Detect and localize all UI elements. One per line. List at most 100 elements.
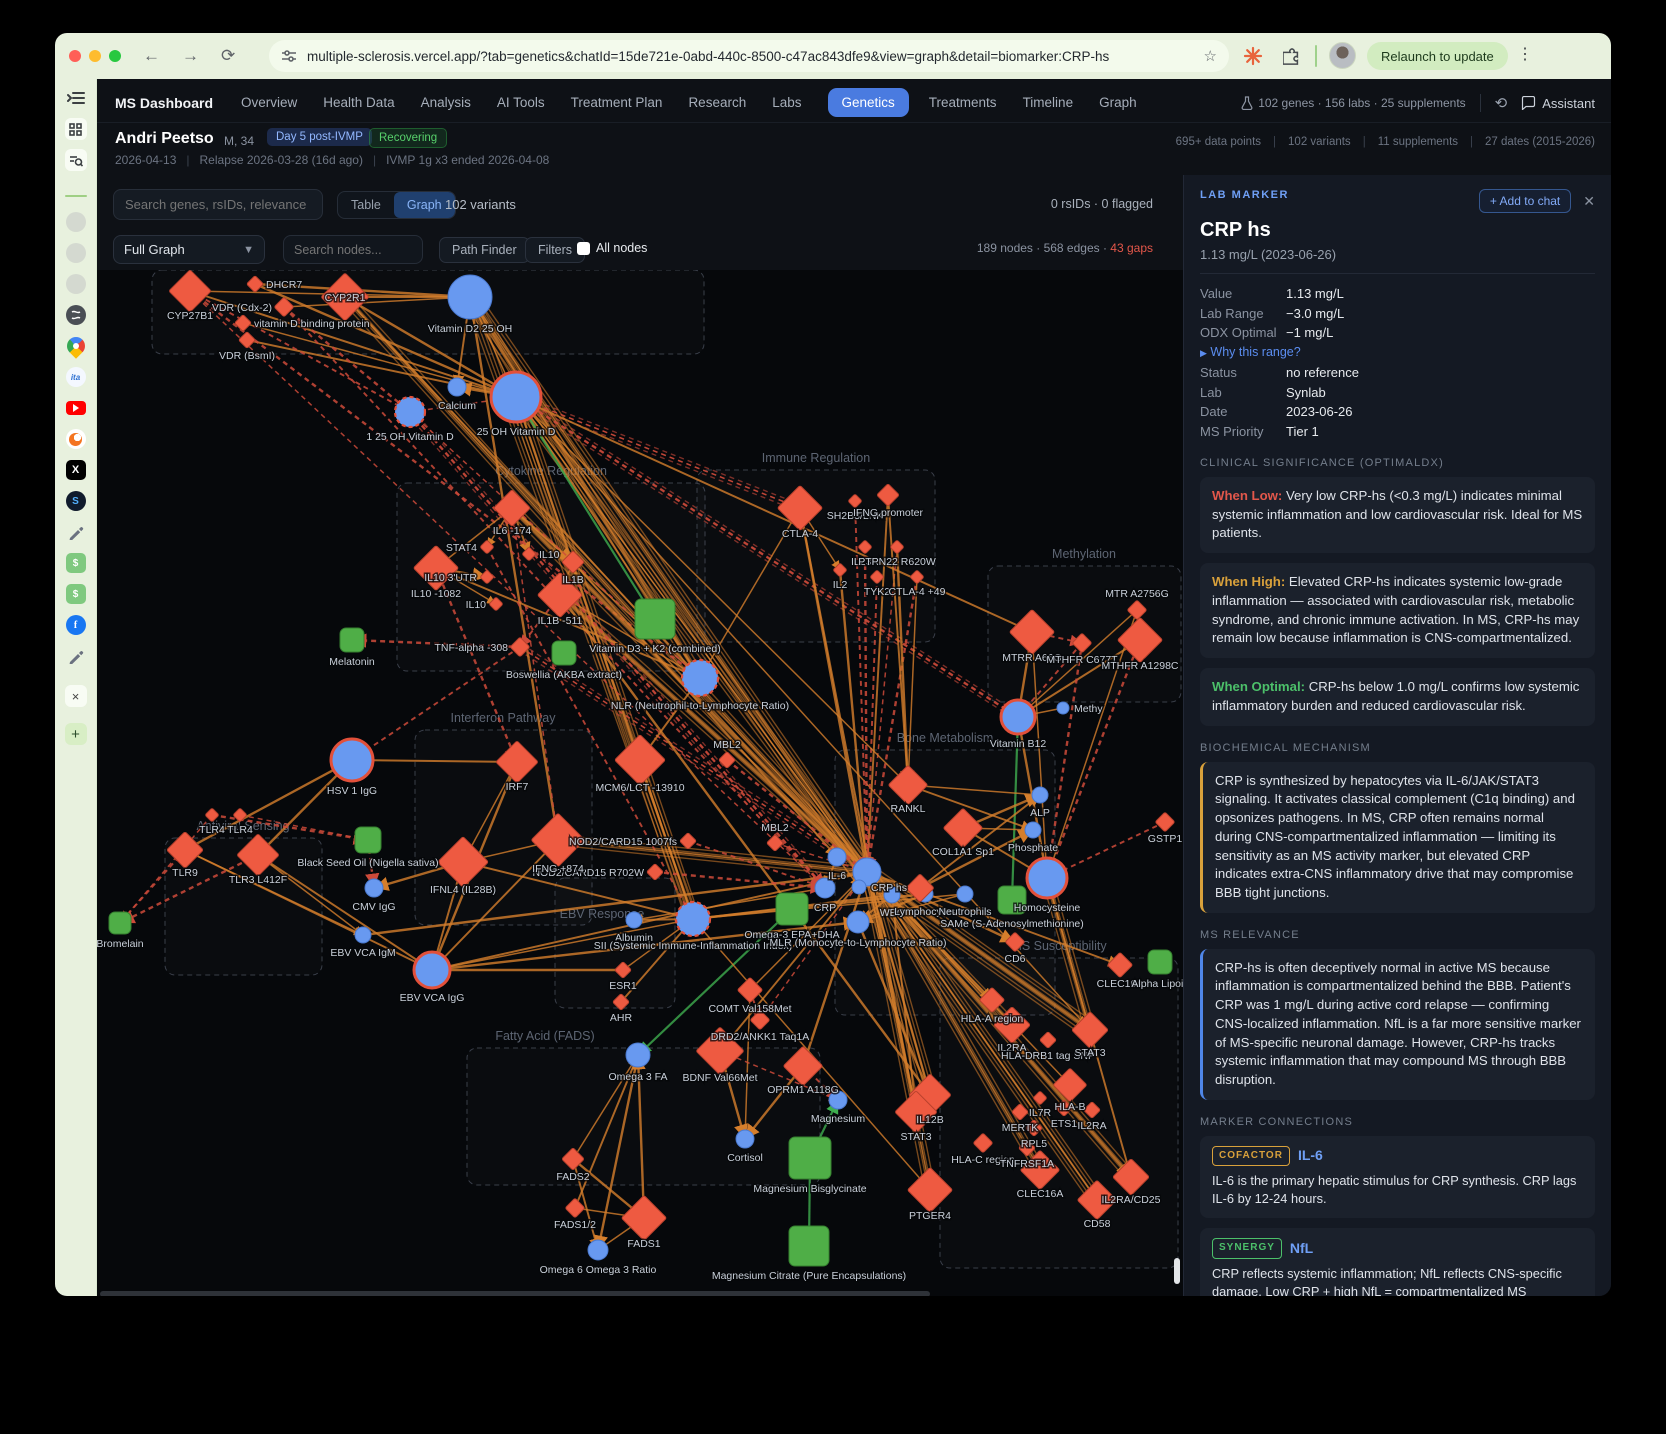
reload-button[interactable]: ⟳ [221, 46, 236, 65]
youtube-app-icon[interactable] [64, 396, 88, 420]
graph-node-tnfrsf1a[interactable] [1018, 1139, 1036, 1157]
graph-node-hsv-1-igg[interactable] [329, 737, 375, 783]
graph-node-bromelain[interactable] [108, 911, 132, 935]
graph-node-same-s-adenosylmethionine-[interactable] [997, 885, 1027, 915]
graph-node-ptpn22-r620w[interactable] [890, 540, 904, 554]
graph-node-stat3[interactable] [895, 1091, 937, 1133]
graph-node-homocysteine[interactable] [1025, 856, 1069, 900]
graph-node-black-seed-oil-nigella-sativa-[interactable] [354, 826, 382, 854]
graph-node-bdnf-val66met[interactable] [696, 1027, 744, 1075]
graph-node-il2[interactable] [833, 563, 847, 577]
graph-node-fads1-2[interactable] [565, 1198, 585, 1218]
graph-node-magnesium-bisglycinate[interactable] [788, 1136, 832, 1180]
graph-node-hla-drb1-tag-snp[interactable] [1039, 1031, 1057, 1049]
graph-node-il10[interactable] [522, 547, 536, 561]
graph-node-il10-1082[interactable] [413, 545, 459, 591]
graph-node-1-25-oh-vitamin-d[interactable] [393, 395, 427, 429]
add-to-chat-button[interactable]: + Add to chat [1478, 189, 1572, 213]
graph-node-vdr-cdx-2-[interactable] [274, 297, 294, 317]
graph-node-vitamin-d3-k2-combined-[interactable] [634, 598, 676, 640]
extensions-icon[interactable] [1283, 46, 1301, 66]
graph-node-alp[interactable] [1031, 786, 1049, 804]
graph-node-tlr4[interactable] [205, 808, 219, 822]
graph-node-ctla-4[interactable] [777, 485, 823, 531]
graph-node-calcium[interactable] [447, 377, 467, 397]
cash-app-icon[interactable]: $ [64, 582, 88, 606]
graph-node-mthfr-c677t[interactable] [1072, 633, 1092, 653]
graph-node-magnesium-citrate-pure-encapsulations-[interactable] [788, 1225, 830, 1267]
graph-node-tnf-alpha-308[interactable] [510, 637, 530, 657]
graph-node-mthfr-a1298c[interactable] [1117, 617, 1163, 663]
graph-node-il-6[interactable] [827, 847, 847, 867]
graph-node-il10[interactable] [489, 597, 503, 611]
url-bar[interactable]: multiple-sclerosis.vercel.app/?tab=genet… [269, 40, 1229, 72]
tab-treatments[interactable]: Treatments [928, 95, 997, 110]
graph-node-cmv-igg[interactable] [364, 878, 384, 898]
graph-node-cortisol[interactable] [735, 1129, 755, 1149]
graph-node-clec16a[interactable] [1020, 1150, 1060, 1190]
graph-node-il2ra-cd25[interactable] [1112, 1158, 1150, 1196]
graph-node-hla-b[interactable] [1053, 1068, 1087, 1102]
graph-node-neutrophils[interactable] [956, 885, 974, 903]
new-tab-icon[interactable]: + [64, 722, 88, 746]
dark-app-icon[interactable]: S [64, 489, 88, 513]
graph-node-vdr-bsmi-[interactable] [238, 331, 256, 349]
graph-node-magnesium[interactable] [828, 1090, 848, 1110]
browser-menu-icon[interactable]: ⋮ [1517, 46, 1533, 63]
table-view-button[interactable]: Table [351, 198, 381, 212]
graph-node-ifng-promoter[interactable] [877, 484, 900, 507]
graph-node-nod2-card15-r702w[interactable] [646, 863, 664, 881]
graph-node-mbl2[interactable] [766, 834, 784, 852]
graph-node-ahr[interactable] [612, 993, 630, 1011]
graph-node-esr1[interactable] [614, 961, 632, 979]
graph-node-nod2-card15-1007fs[interactable] [679, 832, 697, 850]
graph-vertical-scrollbar[interactable] [1174, 1258, 1180, 1284]
graph-node-il1b-511[interactable] [537, 572, 583, 618]
graph-horizontal-scrollbar[interactable] [100, 1291, 930, 1296]
graph-node-hla-c-region[interactable] [973, 1133, 993, 1153]
assistant-button[interactable]: Assistant [1521, 96, 1595, 111]
graph-mode-select[interactable]: Full Graph▼ [113, 235, 265, 264]
graph-node-alpha-lipoic[interactable] [1147, 949, 1173, 975]
maps-app-icon[interactable] [62, 333, 89, 359]
crunchyroll-app-icon[interactable] [64, 427, 88, 451]
graph-node-omega-3-epa-dha[interactable] [775, 892, 809, 926]
cash-app-icon[interactable]: $ [64, 551, 88, 575]
graph-node-mcm6-lct-13910[interactable] [614, 734, 666, 786]
graph-node-rankl[interactable] [888, 765, 928, 805]
graph-node-mertk[interactable] [1011, 1103, 1029, 1121]
graph-node-drd2-ankk1-taq1a[interactable] [750, 1010, 770, 1030]
x-app-icon[interactable]: X [64, 458, 88, 482]
graph-node-il6-174[interactable] [493, 489, 531, 527]
ita-app-icon[interactable]: ita [64, 365, 88, 389]
extension-asterisk-icon[interactable] [1243, 46, 1263, 66]
graph-node-crp[interactable] [814, 877, 836, 899]
graph-node-omega-3-fa[interactable] [625, 1042, 651, 1068]
tab-genetics[interactable]: Genetics [827, 88, 909, 117]
graph-node-methy[interactable] [1056, 701, 1070, 715]
graph-node-ets1[interactable] [1055, 1099, 1073, 1117]
back-button[interactable]: ← [143, 46, 160, 65]
path-finder-button[interactable]: Path Finder [439, 237, 530, 263]
close-panel-icon[interactable]: ✕ [1583, 192, 1595, 209]
site-controls-icon[interactable] [281, 48, 297, 64]
graph-node-cd58[interactable] [1077, 1180, 1117, 1220]
facebook-app-icon[interactable]: f [64, 613, 88, 637]
graph-node-tlr4[interactable] [233, 808, 247, 822]
graph-node-25-oh-vitamin-d[interactable] [489, 370, 543, 424]
graph-node-mlr-monocyte-to-lymphocyte-ratio-[interactable] [846, 910, 870, 934]
graph-node-ifnl4-il28b-[interactable] [437, 836, 489, 888]
graph-node-mtr-a2756g[interactable] [1127, 600, 1147, 620]
close-window-button[interactable] [69, 50, 81, 62]
graph-node-b3[interactable] [906, 874, 934, 902]
graph-node-ebv-vca-igg[interactable] [412, 950, 452, 990]
filters-button[interactable]: Filters [525, 237, 586, 263]
globe-app-icon[interactable] [64, 303, 88, 327]
tab-treatment-plan[interactable]: Treatment Plan [570, 95, 663, 110]
tab-overview[interactable]: Overview [241, 95, 298, 110]
search-list-icon[interactable] [64, 148, 88, 172]
graph-node-fads1[interactable] [621, 1195, 667, 1241]
graph-node-dhcr7[interactable] [246, 275, 264, 293]
connection-marker-link[interactable]: IL-6 [1297, 1147, 1323, 1164]
